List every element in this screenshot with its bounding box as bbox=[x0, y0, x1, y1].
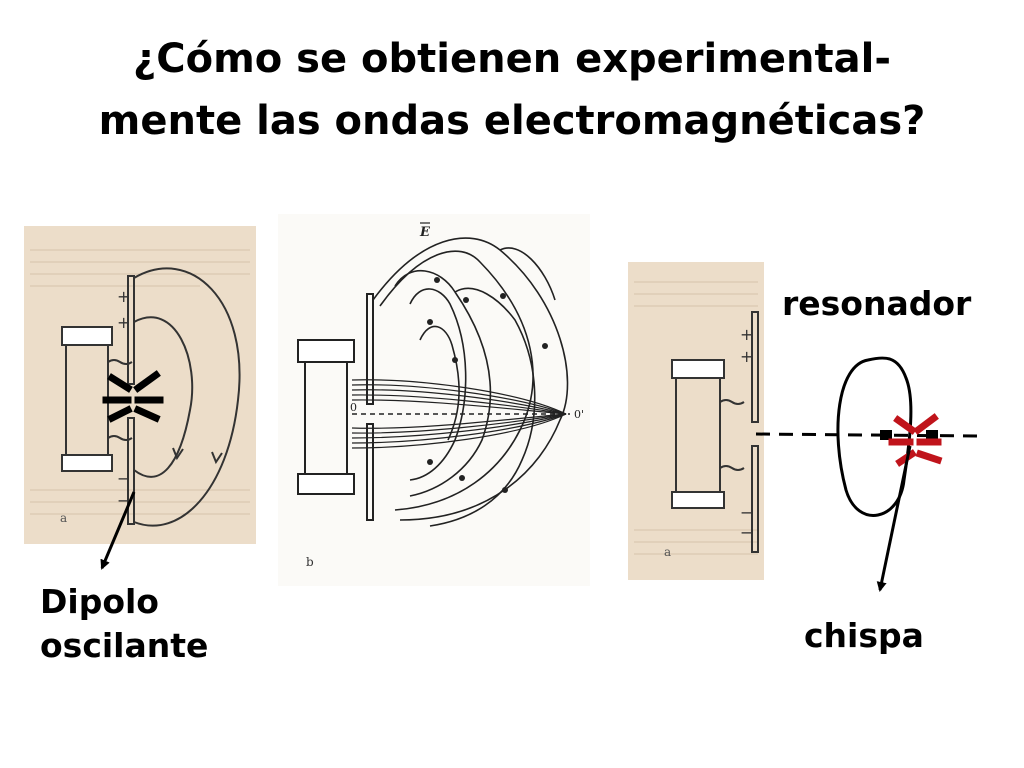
middle-coil-top-cap bbox=[297, 339, 355, 363]
dipole-pointer-arrow bbox=[100, 491, 136, 570]
spark-pointer-arrow bbox=[876, 445, 912, 592]
right-charge-minus-2: − bbox=[740, 523, 753, 542]
right-charge-plus-2: + bbox=[740, 347, 753, 366]
coil-top-cap bbox=[61, 326, 113, 346]
resonator-gap-right bbox=[926, 430, 938, 440]
middle-rod-lower bbox=[366, 423, 374, 521]
radiation-panel: 0 0' E b bbox=[278, 214, 590, 586]
loop-arrowheads bbox=[427, 277, 548, 493]
right-coil-wire-top bbox=[719, 399, 745, 405]
panel-label-a-right: a bbox=[664, 545, 671, 559]
right-coil-top-cap bbox=[671, 359, 725, 379]
title-line-2: mente las ondas electromagnéticas? bbox=[98, 98, 926, 144]
dipole-rod-upper bbox=[127, 275, 135, 385]
axis-origin-label: 0 bbox=[350, 401, 357, 414]
label-spark: chispa bbox=[804, 616, 924, 655]
label-dipole: Dipolo oscilante bbox=[40, 580, 208, 668]
right-coil-wire-bottom bbox=[719, 465, 745, 471]
resonator-panel: + + − − a bbox=[628, 262, 979, 592]
spark-mark-right bbox=[888, 413, 943, 467]
right-charge-minus-1: − bbox=[740, 503, 753, 522]
paper-background-right bbox=[628, 262, 764, 580]
field-vector-label: E bbox=[419, 225, 431, 240]
panel-label-b: b bbox=[306, 555, 314, 569]
spark-mark-left bbox=[102, 370, 164, 423]
paper-texture-right bbox=[634, 281, 758, 555]
charge-plus-1: + bbox=[117, 287, 130, 306]
label-dipole-line-1: Dipolo bbox=[40, 582, 159, 621]
title-line-1: ¿Cómo se obtienen experimental- bbox=[133, 36, 891, 82]
label-resonator: resonador bbox=[782, 284, 972, 323]
panel-label-a-left: a bbox=[60, 511, 67, 525]
resonance-dashed-line bbox=[755, 432, 979, 438]
middle-coil-bottom-cap bbox=[297, 473, 355, 495]
field-line-inner bbox=[133, 316, 194, 478]
right-charge-plus-1: + bbox=[740, 325, 753, 344]
paper-background-middle bbox=[278, 214, 590, 586]
charge-minus-1: − bbox=[117, 469, 130, 488]
coil-bottom-cap bbox=[61, 454, 113, 472]
right-rod-upper bbox=[751, 311, 759, 423]
resonator-gap-left bbox=[880, 430, 892, 440]
dipole-panel: + + − − a bbox=[24, 226, 256, 570]
middle-rod-upper bbox=[366, 293, 374, 405]
paper-texture-left bbox=[30, 249, 250, 515]
field-line-outer bbox=[133, 267, 241, 527]
label-dipole-line-2: oscilante bbox=[40, 626, 209, 665]
field-arrow-outer bbox=[211, 451, 223, 465]
charge-plus-2: + bbox=[117, 313, 130, 332]
field-arrow-inner bbox=[172, 447, 184, 461]
right-rod-lower bbox=[751, 445, 759, 553]
right-coil-bottom-cap bbox=[671, 491, 725, 509]
axis-end-label: 0' bbox=[574, 408, 584, 421]
slide-title: ¿Cómo se obtienen experimental- mente la… bbox=[0, 28, 1024, 152]
